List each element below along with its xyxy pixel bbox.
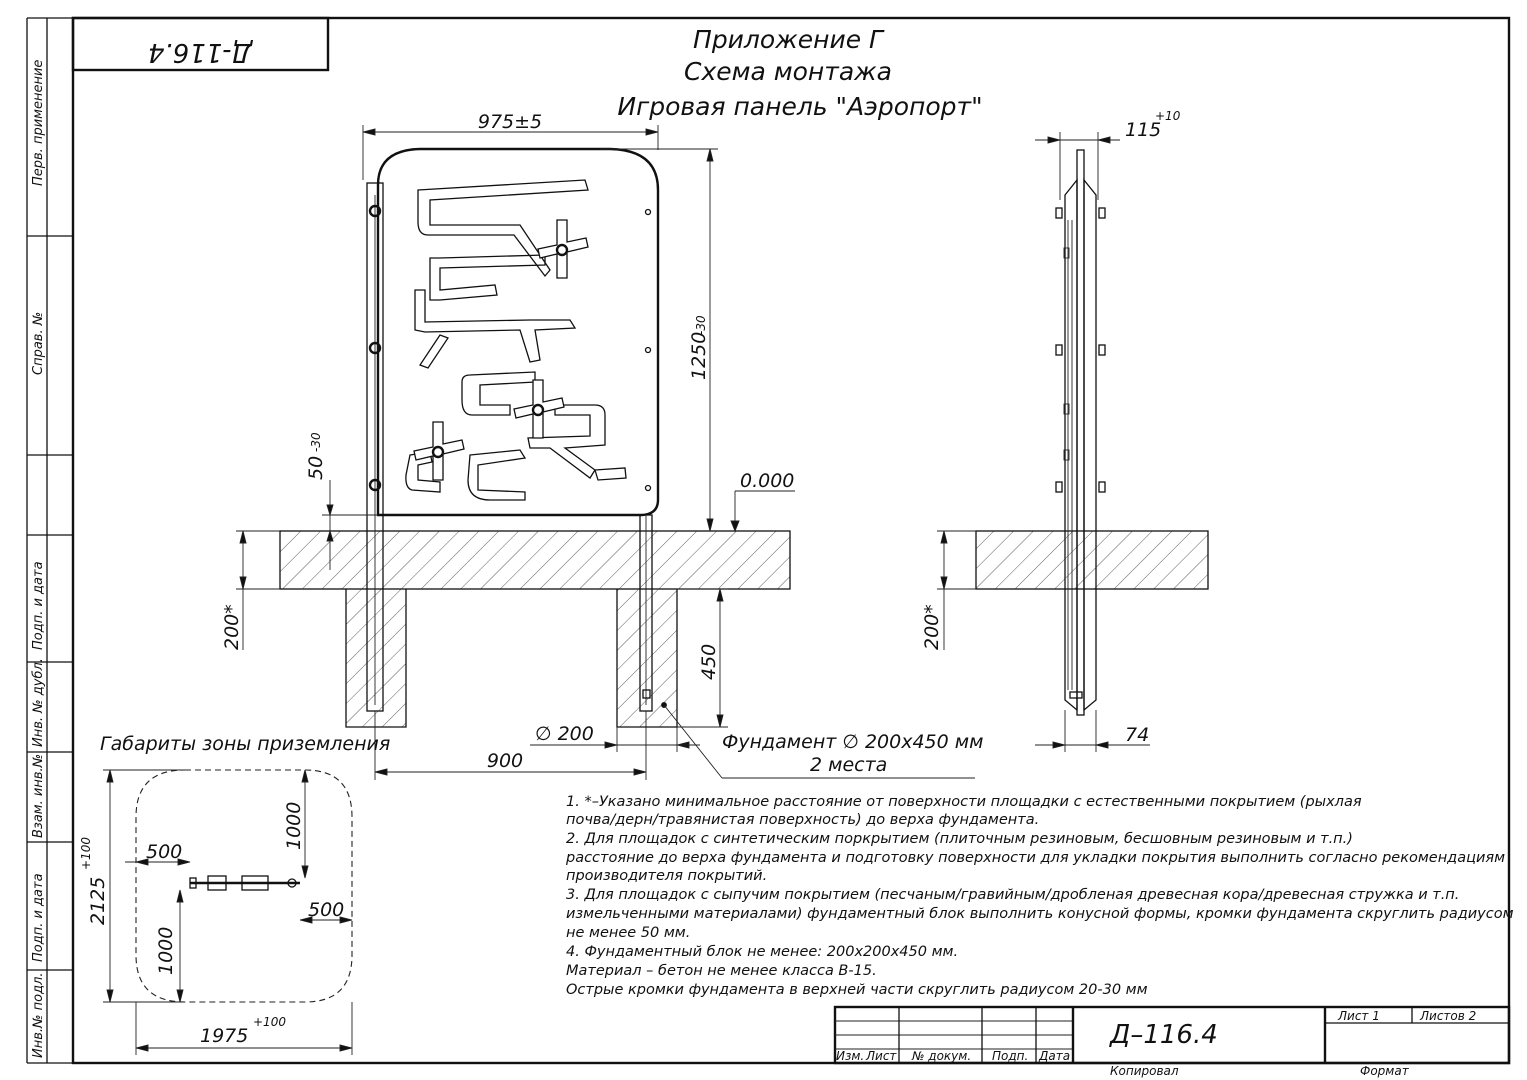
note-line: расстояние до верха фундамента и подгото… <box>565 850 1505 866</box>
dim-depth-side-label: 200* <box>921 604 943 650</box>
bolt-1 <box>368 204 382 218</box>
airplane-3 <box>413 421 465 481</box>
panel-body <box>376 147 660 517</box>
mirrored-stamp-code: Д-116.4 <box>148 37 253 67</box>
note-line: измельченными материалами) фундаментный … <box>566 906 1514 922</box>
tb-copied: Копировал <box>1110 1064 1179 1078</box>
tb-col-doc: № докум. <box>911 1049 971 1063</box>
ground-slab-side <box>976 531 1208 589</box>
zone-height-tol: +100 <box>79 837 93 870</box>
tb-code: Д–116.4 <box>1109 1020 1218 1050</box>
tb-col-podp: Подп. <box>992 1049 1028 1063</box>
foundation-leader <box>661 702 975 779</box>
tb-col-izm: Изм. <box>836 1049 864 1063</box>
note-line: 2. Для площадок с синтетическим поркрыти… <box>566 831 1353 847</box>
side-label-perv: Перв. применение <box>31 60 46 186</box>
tb-sheets: Листов 2 <box>1419 1009 1476 1023</box>
dim-offset <box>322 480 378 570</box>
side-profile <box>1055 149 1106 716</box>
dim-base-label: 74 <box>1125 724 1149 746</box>
foundation-right <box>617 589 677 727</box>
side-label-podp1: Подп. и дата <box>31 561 46 650</box>
zone-width-tol: +100 <box>253 1015 286 1029</box>
tb-format: Формат <box>1360 1064 1410 1078</box>
foundation-left <box>346 589 406 727</box>
notes-block: 1. *–Указано минимальное расстояние от п… <box>565 794 1514 998</box>
side-label-sprav: Справ. № <box>31 312 46 375</box>
dim-thickness-tol: +10 <box>1155 109 1181 123</box>
side-label-podp2: Подп. и дата <box>31 873 46 962</box>
dim-height-label: 1250 <box>688 332 710 380</box>
tb-col-list: Лист <box>865 1049 897 1063</box>
zone-top-gap-label: 1000 <box>283 802 305 850</box>
tb-col-date: Дата <box>1038 1049 1070 1063</box>
dim-offset-label: 50 <box>305 456 327 480</box>
dim-diameter-label: ∅ 200 <box>535 723 594 745</box>
dim-diameter <box>530 727 700 752</box>
dim-width-front <box>362 125 659 180</box>
zone-width-label: 1975 <box>200 1025 248 1047</box>
zone-outline <box>135 769 353 1003</box>
dim-height-tol: -30 <box>694 315 708 335</box>
foundation-count: 2 места <box>810 754 887 776</box>
zone-title: Габариты зоны приземления <box>100 733 390 755</box>
dim-width-label: 975±5 <box>478 111 542 133</box>
zone-right-gap-label: 500 <box>308 899 344 921</box>
side-label-inv-podl: Инв.№ подл. <box>31 972 46 1058</box>
maze-cutout <box>405 179 627 501</box>
note-line: почва/дерн/травянистая поверхность) до в… <box>566 812 1039 828</box>
dim-depth-front-label: 200* <box>221 604 243 650</box>
note-line: производителя покрытий. <box>566 868 767 884</box>
title-product: Игровая панель "Аэропорт" <box>617 92 982 121</box>
ground-slab-front <box>280 531 790 589</box>
note-line: Острые кромки фундамента в верхней части… <box>566 982 1148 998</box>
note-line: не менее 50 мм. <box>566 925 690 941</box>
left-margin-strip <box>26 17 73 1064</box>
dim-thickness-label: 115 <box>1125 119 1161 141</box>
zone-height-label: 2125 <box>87 877 109 925</box>
title-block <box>833 1005 1511 1065</box>
bolt-3 <box>368 478 382 492</box>
dim-offset-tol: -30 <box>309 432 323 452</box>
bolt-2 <box>368 341 382 355</box>
dim-thickness <box>1035 132 1120 200</box>
note-line: 3. Для площадок с сыпучим покрытием (пес… <box>566 887 1459 903</box>
dim-base <box>1035 710 1150 752</box>
zone-left-gap-label: 500 <box>146 841 182 863</box>
note-line: Материал – бетон не менее класса В-15. <box>566 963 877 979</box>
side-label-inv-dubl: Инв. № дубл. <box>31 658 46 747</box>
airplane-1 <box>537 219 589 279</box>
tb-sheet: Лист 1 <box>1337 1009 1380 1023</box>
dim-depth-front <box>236 530 280 650</box>
airplane-2 <box>513 379 565 439</box>
dim-depth-side <box>937 530 976 650</box>
side-label-vzam: Взам. инв.№ <box>31 754 46 838</box>
dim-spacing-label: 900 <box>487 750 523 772</box>
dim-height-front <box>600 148 718 532</box>
zone-bottom-gap-label: 1000 <box>155 927 177 975</box>
note-line: 1. *–Указано минимальное расстояние от п… <box>566 794 1362 810</box>
title-appendix: Приложение Г <box>693 25 885 54</box>
foundation-label: Фундамент ∅ 200х450 мм <box>722 731 983 753</box>
dim-spacing <box>374 711 647 780</box>
note-line: 4. Фундаментный блок не менее: 200х200х4… <box>566 944 958 960</box>
zone-dims <box>103 769 353 1055</box>
mirrored-stamp-box <box>71 16 330 72</box>
level-mark <box>730 490 795 533</box>
sheet-frame <box>71 16 1511 1065</box>
zone-equipment <box>189 875 300 891</box>
title-scheme: Схема монтажа <box>684 57 892 86</box>
dim-foundation-depth <box>677 588 728 728</box>
level-label: 0.000 <box>740 470 794 492</box>
dim-foundation-depth-label: 450 <box>698 644 720 680</box>
